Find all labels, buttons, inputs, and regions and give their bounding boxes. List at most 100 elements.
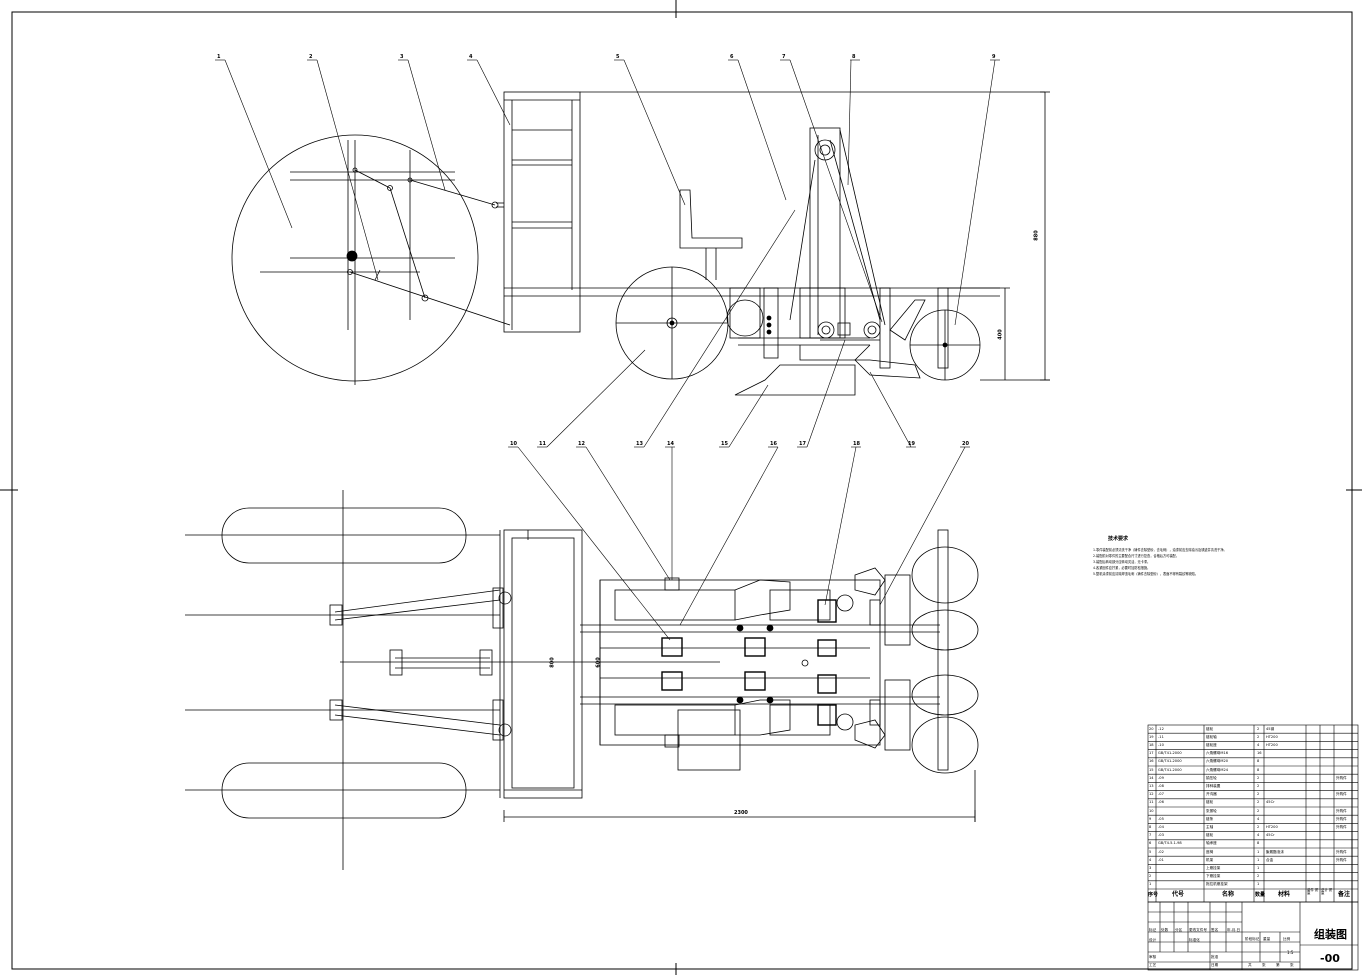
bom-header-seq: 序号 [1148,892,1159,898]
part-balloon: 18 [853,441,860,447]
bom-seq: 8 [1149,824,1152,829]
press-wheel-top-1 [911,546,979,604]
side-view [231,91,1050,396]
title-block-cell: 张 [1290,963,1294,967]
title-block-cell: 张 [1262,963,1266,967]
bom-qty: 1 [1257,849,1260,854]
tech-requirement-line: 4.各紧固件应拧紧，必要时加防松措施。 [1093,566,1151,570]
title-block-cell: 设计 [1149,938,1157,942]
part-balloon: 11 [539,441,546,447]
part-balloon: 13 [636,441,643,447]
bom-code: -11 [1158,734,1164,739]
bom-material: HT200 [1266,742,1278,747]
bom-remark: 外购件 [1336,808,1347,813]
bom-code: -08 [1158,783,1164,788]
bom-qty: 8 [1257,759,1260,764]
title-block-cell: 第 [1276,963,1280,967]
bom-material: 聚氨酯泡沫 [1266,849,1284,854]
title-block-cell: 阶段标记 [1245,937,1260,941]
bom-material: 45Cr [1266,800,1275,805]
bom-seq: 10 [1149,808,1154,813]
part-balloon: 10 [510,441,517,447]
bom-qty: 2 [1257,734,1260,739]
bom-code: -10 [1158,742,1164,747]
leader-lines-top [215,59,1000,326]
part-balloon: 5 [616,54,620,60]
part-balloon: 14 [667,441,674,447]
title-block-cell: 工艺 [1149,963,1157,967]
bom-qty: 2 [1257,800,1260,805]
tech-requirements-title: 技术要求 [1108,536,1129,542]
bom-header-unit-weight: 单件 质量 [1307,888,1319,896]
bom-remark: 外购件 [1336,775,1347,780]
bom-qty: 1 [1257,882,1260,887]
title-block-cell: 标记 [1149,928,1157,932]
bom-name: 链轮 [1206,726,1214,731]
bom-qty: 1 [1257,865,1260,870]
tech-requirement-line: 2.装配前对零件的主要配合尺寸进行复查，合格后方可装配。 [1093,554,1179,558]
title-block-cell: 签名 [1211,928,1219,932]
bom-material: HT200 [1266,734,1278,739]
part-balloon: 7 [782,54,786,60]
bom-seq: 20 [1149,726,1154,731]
bom-header-remark: 备注 [1338,891,1351,898]
title-block-cell: 重量 [1263,937,1271,941]
bom-name: 开沟器 [1206,792,1217,797]
bom-seq: 18 [1149,742,1154,747]
part-balloon: 6 [730,54,734,60]
bom-name: 链轮 [1206,833,1214,838]
bom-qty: 2 [1257,783,1260,788]
title-block-cell: 批准 [1211,955,1219,959]
bom-code: -05 [1158,816,1164,821]
bom-seq: 15 [1149,767,1154,772]
bom-code: -02 [1158,849,1164,854]
bom-seq: 17 [1149,751,1154,756]
bom-material: HT200 [1266,824,1278,829]
part-balloon: 3 [400,54,404,60]
part-balloon: 17 [799,441,806,447]
bom-seq: 13 [1149,783,1154,788]
part-balloon: 12 [578,441,585,447]
part-balloon: 20 [962,441,969,447]
bom-qty: 2 [1257,824,1260,829]
bom-name: 六角螺母M24 [1206,767,1229,772]
bom-seq: 7 [1149,833,1152,838]
bom-seq: 2 [1149,874,1152,879]
bom-header-code: 代号 [1172,891,1185,898]
bom-qty: 4 [1257,742,1260,747]
dim-height: 880 [1033,230,1040,241]
bom-name: 下悬挂架 [1206,874,1221,879]
bom-material: 45Cr [1266,833,1275,838]
tech-requirement-line: 5.整机涂漆前应清除焊渣毛刺（铸件去除型砂），表面不得有裂纹等缺陷。 [1093,572,1199,576]
bom-remark: 外购件 [1336,816,1347,821]
bom-header-material: 材料 [1278,891,1291,898]
bom-seq: 9 [1149,816,1152,821]
title-block-cell: 共 [1248,963,1252,967]
bom-name: 链轮轴 [1206,734,1217,739]
bom-code: -04 [1158,824,1164,829]
bom-name: 镇压轮 [1206,775,1217,780]
bom-header-name: 名称 [1222,891,1235,898]
leader-lines-middle [508,209,970,641]
bom-seq: 6 [1149,841,1152,846]
bom-code: GB/T41-2000 [1158,751,1182,756]
bom-qty: 2 [1257,726,1260,731]
bom-qty: 4 [1257,833,1260,838]
bom-table [1147,724,1359,971]
bom-header-qty: 数量 [1255,892,1266,898]
bom-name: 六角螺母M16 [1206,751,1229,756]
bom-code: -09 [1158,775,1164,780]
tech-requirement-line: 3.装配后转动部分应转动灵活，无卡滞。 [1093,560,1151,564]
bom-seq: 19 [1149,734,1154,739]
top-view [185,490,979,870]
bom-material: 45钢 [1266,726,1275,731]
part-balloon: 2 [309,54,313,60]
bom-code: -03 [1158,833,1164,838]
title-block-cell: 分区 [1175,928,1183,932]
seed-box-top [503,529,583,799]
bom-name: 张紧轮 [1206,808,1217,813]
bom-seq: 1 [1149,882,1152,887]
bom-name: 链轮座 [1206,742,1217,747]
drawing-scale: 1:5 [1287,950,1294,955]
